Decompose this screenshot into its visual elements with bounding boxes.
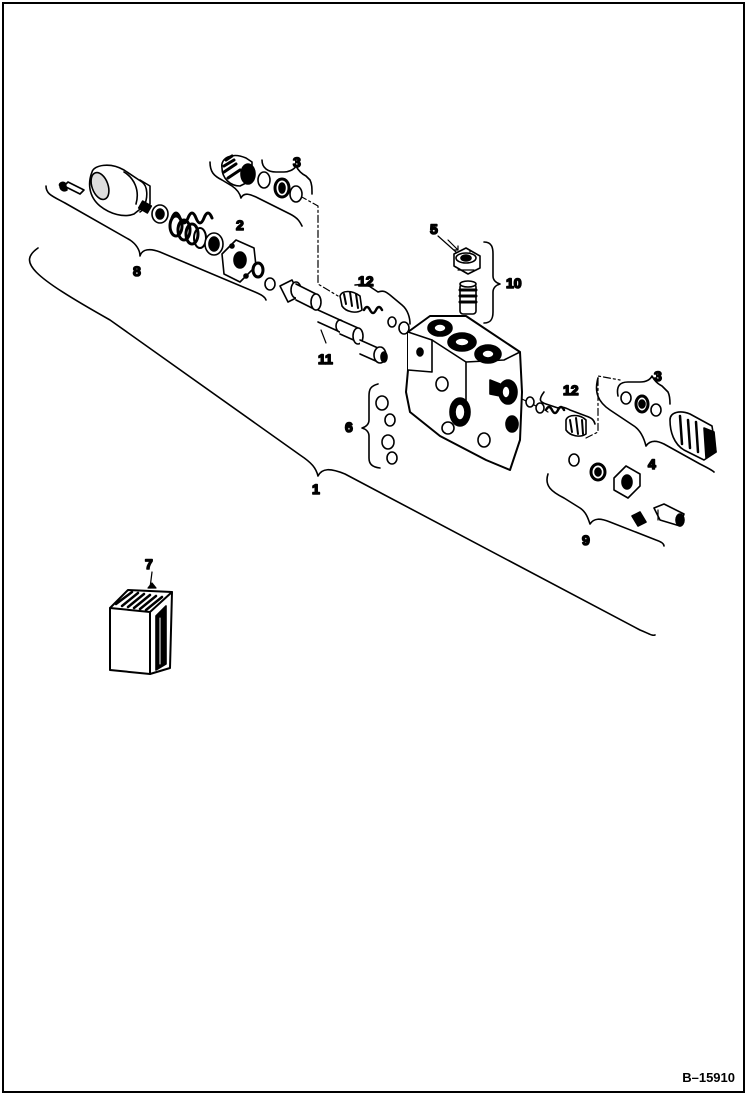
- callout-leaders: [147, 235, 471, 589]
- callout-11: 11: [318, 351, 333, 367]
- part-8-spool-parts: [137, 200, 224, 256]
- brace-4: [595, 377, 715, 473]
- part-8-end-cap: [88, 164, 151, 217]
- part-11-spool: [264, 277, 388, 364]
- callout-12-top: 12: [358, 273, 374, 289]
- part-8-screw: [58, 181, 85, 195]
- callout-3-right: 3: [654, 368, 662, 384]
- callout-6: 6: [345, 419, 353, 435]
- part-10-cartridge: [458, 280, 478, 315]
- part-5-plug: [453, 247, 481, 275]
- part-12-top-detent: [339, 290, 410, 335]
- part-3-seals-right: [620, 391, 662, 417]
- brace-3-top: [261, 159, 313, 195]
- brace-6: [361, 383, 381, 469]
- callout-7: 7: [145, 556, 153, 572]
- part-3-seals-top: [257, 171, 303, 203]
- callout-10: 10: [506, 275, 522, 291]
- brace-1: [28, 247, 656, 637]
- valve-section-body: [405, 315, 523, 471]
- brace-12-right: [539, 391, 596, 425]
- brace-12-top: [354, 283, 411, 325]
- callout-4: 4: [648, 456, 656, 472]
- callout-12-right: 12: [563, 382, 579, 398]
- callout-5: 5: [430, 221, 438, 237]
- callout-8: 8: [133, 263, 141, 279]
- leader-top: [299, 195, 339, 297]
- part-8-flange-plate: [221, 239, 265, 283]
- part-12-right-detent: [525, 396, 587, 437]
- callout-3-top: 3: [293, 154, 301, 170]
- brace-2: [209, 161, 303, 227]
- part-6-orings: [375, 395, 398, 465]
- brace-10: [483, 241, 501, 324]
- brace-3-right: [616, 375, 671, 405]
- brace-9: [546, 473, 665, 547]
- part-7-kit-box: [109, 589, 173, 675]
- callout-1: 1: [312, 481, 320, 497]
- part-4-plug: [669, 411, 717, 461]
- brace-8: [45, 185, 267, 301]
- reference-number: B–15910: [682, 1070, 735, 1085]
- part-9-endcap: [568, 453, 685, 527]
- part-2-plug: [221, 154, 256, 187]
- callout-9: 9: [582, 532, 590, 548]
- callout-2: 2: [236, 217, 244, 233]
